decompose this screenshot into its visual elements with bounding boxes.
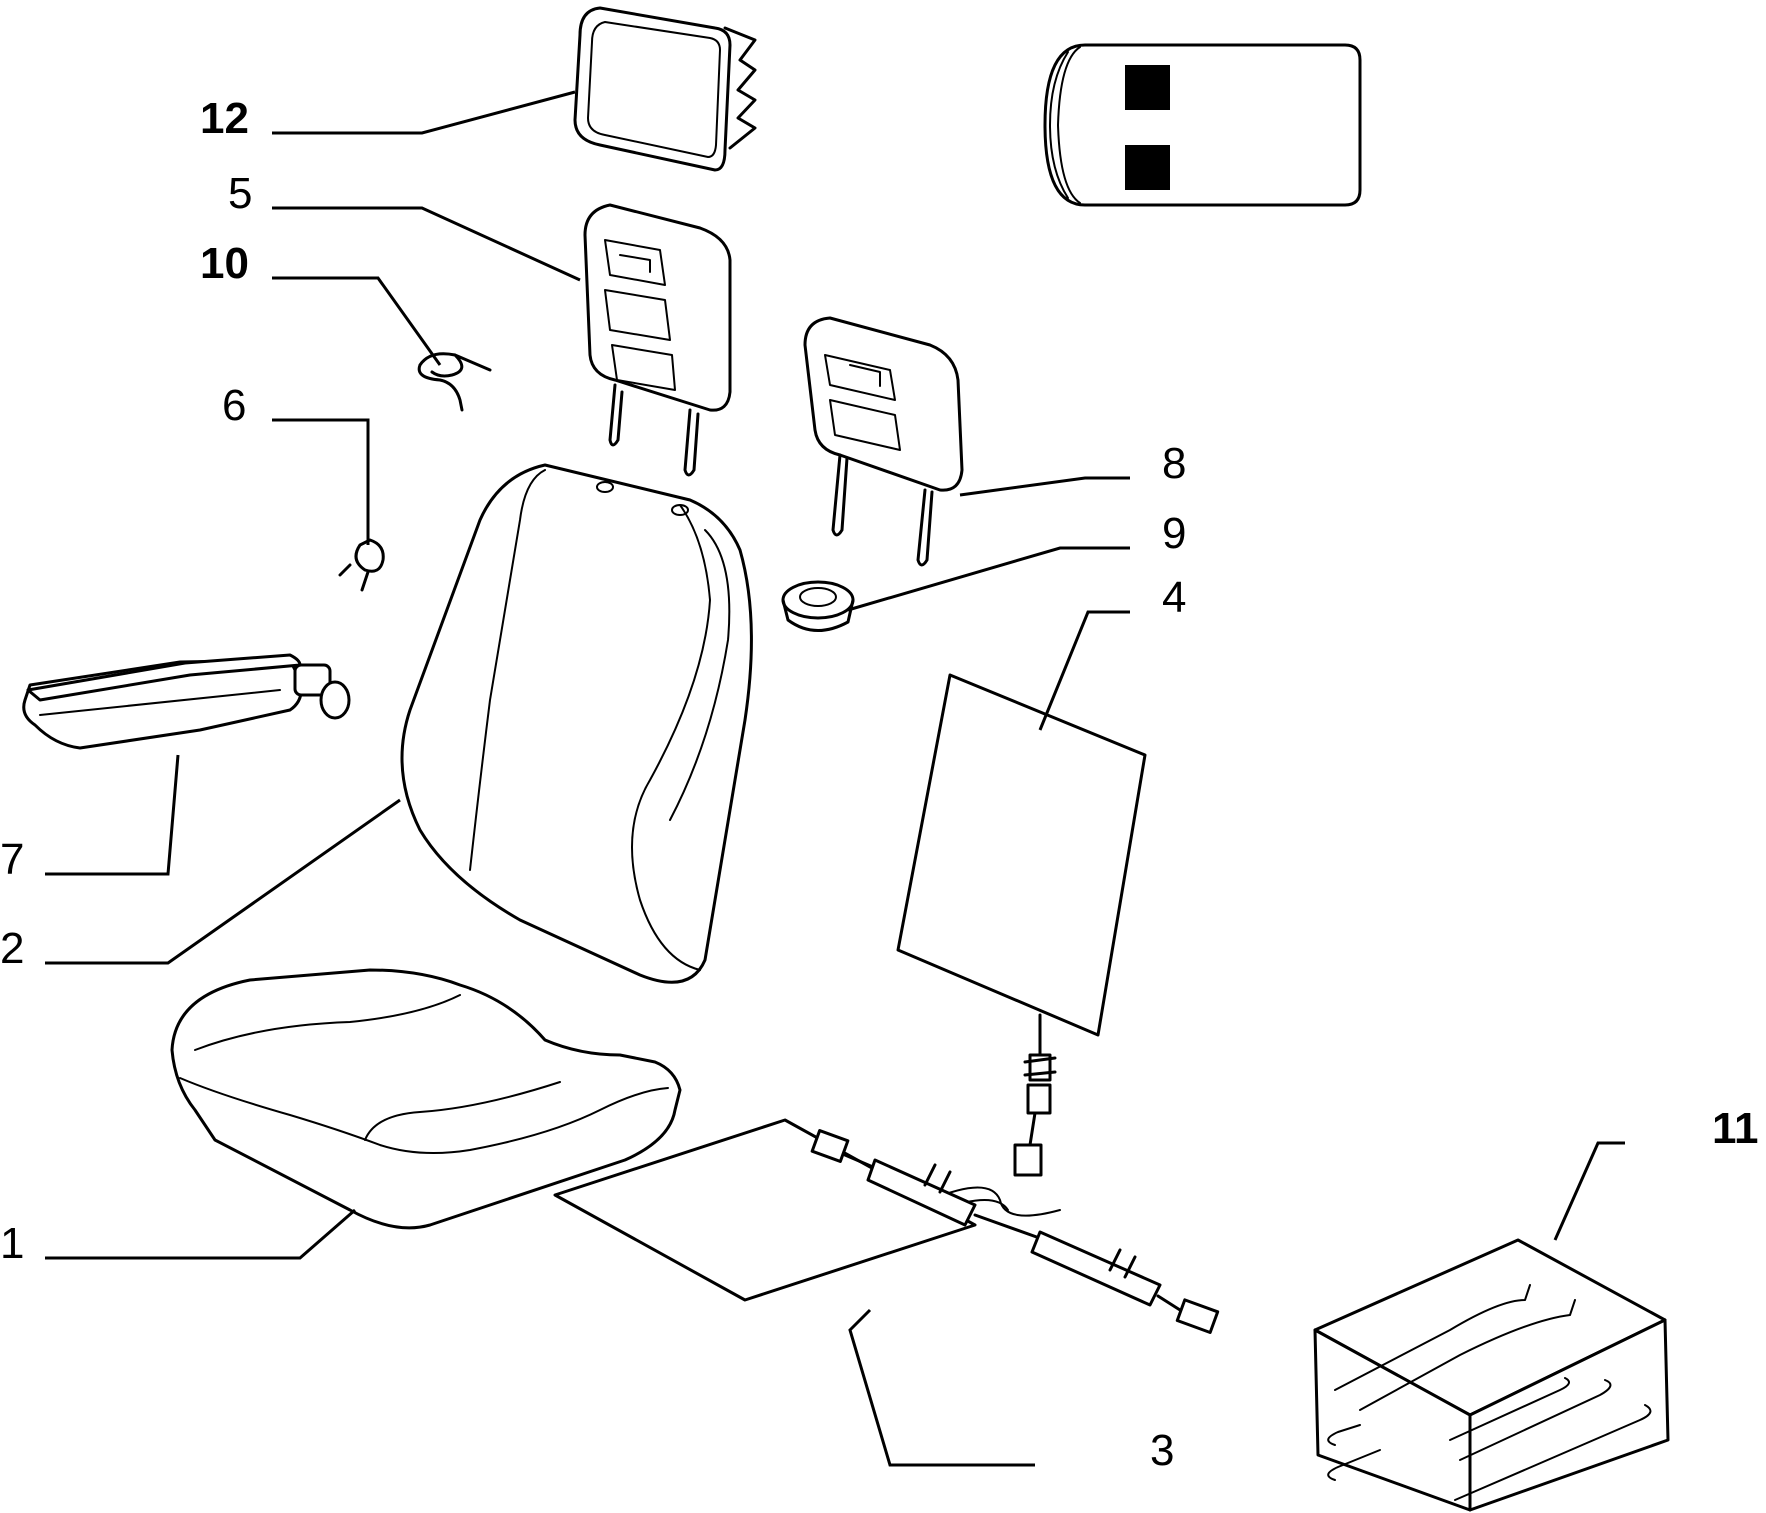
part-8-headrest-rear — [803, 316, 964, 567]
part-6-clip — [338, 538, 385, 592]
part-7-armrest — [22, 653, 351, 750]
callout-5: 5 — [228, 169, 252, 218]
callout-3: 3 — [1150, 1426, 1174, 1475]
leader-lines — [45, 90, 1625, 1467]
part-11-package-box — [1313, 1238, 1670, 1512]
callout-7: 7 — [0, 835, 24, 884]
part-2-seat-backrest — [400, 463, 753, 984]
part-10-spring-clip — [417, 352, 492, 412]
callout-10: 10 — [200, 239, 249, 288]
callout-8: 8 — [1162, 439, 1186, 488]
callout-12: 12 — [200, 94, 249, 143]
callout-4: 4 — [1162, 573, 1186, 622]
callout-1: 1 — [0, 1219, 24, 1268]
callout-2: 2 — [0, 924, 24, 973]
callout-6: 6 — [222, 381, 246, 430]
callout-labels: 12 5 10 6 7 2 1 3 4 9 8 11 — [0, 94, 1759, 1475]
part-12-headrest-cover — [573, 6, 757, 172]
callout-11: 11 — [1712, 1104, 1759, 1153]
part-5-headrest-front — [583, 203, 732, 477]
part-4-backrest-heating-pad — [896, 673, 1147, 1177]
part-9-guide-bushing — [781, 580, 855, 632]
callout-9: 9 — [1162, 509, 1186, 558]
part-1-seat-cushion — [170, 968, 682, 1230]
wiring-harness — [810, 1129, 1220, 1334]
vehicle-position-icon — [1043, 43, 1362, 207]
